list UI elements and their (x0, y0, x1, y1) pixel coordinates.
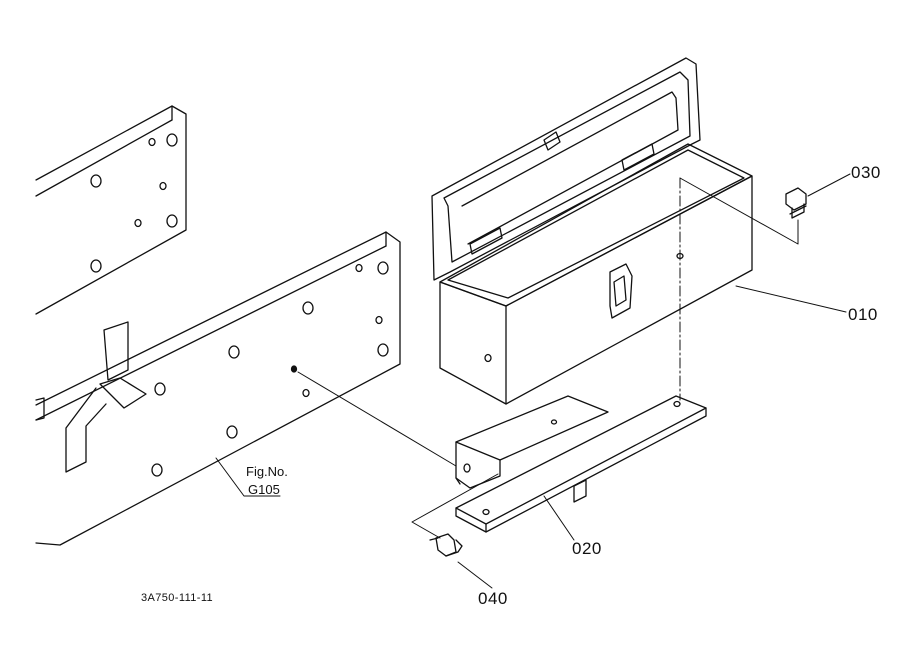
upper-frame-rail (35, 105, 187, 315)
leader-lines (215, 173, 851, 589)
tool-box (431, 57, 753, 405)
figure-reference-number: G105 (248, 482, 280, 497)
part-number-010: 010 (848, 305, 878, 324)
bolt-030 (785, 187, 807, 219)
figure-reference-label: Fig.No. (246, 464, 288, 479)
part-number-020: 020 (572, 539, 602, 558)
bolt-040 (429, 533, 463, 557)
lower-frame-rail (35, 231, 401, 546)
step-bracket (35, 321, 147, 473)
tool-box-bracket (455, 395, 707, 533)
part-number-030: 030 (851, 163, 881, 182)
drawing-number: 3A750-111-11 (141, 592, 214, 604)
part-number-040: 040 (478, 589, 508, 608)
